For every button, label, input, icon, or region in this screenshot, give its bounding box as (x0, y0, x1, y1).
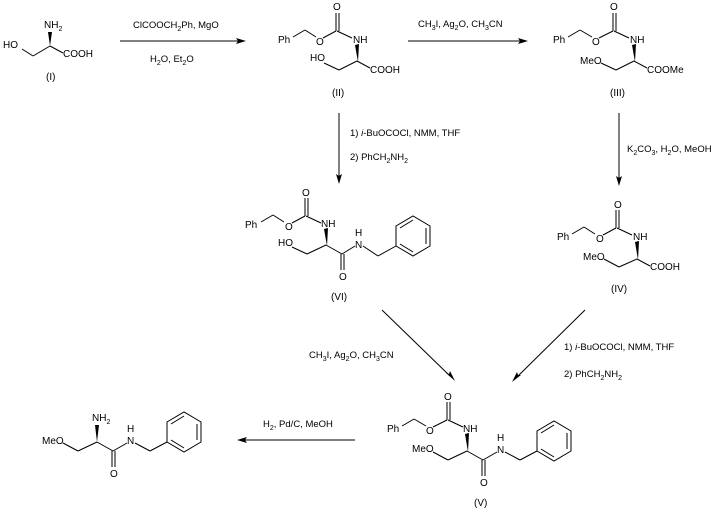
compound-III: Ph O O NH MeO COOMe (III) (553, 2, 684, 99)
amide-hydrogen: H (355, 228, 362, 239)
compound-V: Ph O O NH MeO O H N (V) (387, 392, 572, 509)
compound-IV: Ph O O NH MeO COOH (IV) (557, 200, 680, 295)
condition-step2: 2) PhCH2NH2 (350, 152, 408, 165)
phenyl-group: Ph (557, 232, 569, 243)
arrow-II-to-VI: 1) i-BuOCOCl, NMM, THF 2) PhCH2NH2 (336, 113, 460, 184)
arrow-II-to-III: CH3I, Ag2O, CH3CN (408, 19, 528, 44)
ester-oxygen: O (285, 222, 293, 233)
hydroxy-group: HO (278, 238, 293, 249)
carbonyl-oxygen: O (333, 2, 341, 13)
condition-side: CH3I, Ag2O, CH3CN (309, 350, 394, 363)
benzene-ring (395, 215, 431, 257)
condition-above: ClCOOCH2Ph, MgO (133, 20, 219, 33)
condition-above: CH3I, Ag2O, CH3CN (418, 19, 503, 32)
benzene-ring (536, 420, 572, 462)
compound-label-VI: (VI) (331, 292, 347, 303)
compound-label-II: (II) (332, 88, 344, 99)
phenyl-group: Ph (553, 35, 565, 46)
ester-oxygen: O (592, 37, 600, 48)
nh-group: NH (463, 424, 477, 435)
compound-II: Ph O O NH HO COOH (II) (278, 2, 400, 99)
compound-VI: Ph O O NH HO O H N (VI) (245, 188, 431, 303)
arrow-I-to-II: ClCOOCH2Ph, MgO H2O, Et2O (120, 20, 246, 67)
amide-nitrogen: N (497, 445, 504, 456)
carbonyl-oxygen: O (614, 200, 622, 211)
phenyl-group: Ph (387, 424, 399, 435)
methyl-ester-group: COOMe (647, 65, 684, 76)
amine-group: NH2 (44, 20, 62, 33)
amine-group: NH2 (92, 413, 110, 426)
carbonyl-oxygen: O (610, 2, 618, 13)
carbonyl-oxygen: O (444, 392, 452, 403)
condition-step1: 1) i-BuOCOCl, NMM, THF (350, 128, 460, 139)
ester-oxygen: O (596, 234, 604, 245)
amide-nitrogen: N (355, 240, 362, 251)
carbonyl-oxygen: O (302, 188, 310, 199)
methoxy-group: MeO (412, 444, 434, 455)
benzene-ring (166, 411, 202, 453)
acid-group: COOH (650, 262, 680, 273)
amide-oxygen: O (110, 469, 118, 480)
nh-group: NH (321, 219, 335, 230)
hydroxy-group: HO (310, 53, 325, 64)
phenyl-group: Ph (245, 220, 257, 231)
compound-label-I: (I) (46, 72, 55, 83)
amide-hydrogen: H (497, 433, 504, 444)
compound-I: HO NH2 COOH (I) (3, 20, 93, 83)
amide-oxygen: O (480, 478, 488, 489)
phenyl-group: Ph (278, 35, 290, 46)
compound-label-IV: (IV) (611, 284, 627, 295)
acid-group: COOH (370, 65, 400, 76)
nh-group: NH (630, 35, 644, 46)
methoxy-group: MeO (42, 436, 64, 447)
arrow-V-to-final: H2, Pd/C, MeOH (237, 419, 355, 443)
nh-group: NH (353, 35, 367, 46)
condition-side: K2CO3, H2O, MeOH (627, 144, 712, 157)
condition-above: H2, Pd/C, MeOH (263, 419, 333, 432)
condition-below: H2O, Et2O (150, 54, 194, 67)
nh-group: NH (633, 232, 647, 243)
compound-label-V: (V) (474, 498, 487, 509)
condition-step1: 1) i-BuOCOCl, NMM, THF (564, 342, 674, 353)
arrow-IV-to-V: 1) i-BuOCOCl, NMM, THF 2) PhCH2NH2 (512, 309, 674, 382)
amide-nitrogen: N (127, 436, 134, 447)
amide-oxygen: O (339, 272, 347, 283)
condition-step2: 2) PhCH2NH2 (564, 369, 622, 382)
methoxy-group: MeO (583, 252, 605, 263)
arrow-III-to-IV: K2CO3, H2O, MeOH (616, 113, 712, 186)
amide-hydrogen: H (127, 424, 134, 435)
hydroxy-group: HO (3, 40, 18, 51)
ester-oxygen: O (316, 37, 324, 48)
ester-oxygen: O (426, 426, 434, 437)
acid-group: COOH (63, 49, 93, 60)
compound-final: MeO NH2 O H N (42, 411, 202, 480)
arrow-VI-to-V: CH3I, Ag2O, CH3CN (309, 309, 455, 381)
methoxy-group: MeO (580, 56, 602, 67)
compound-label-III: (III) (610, 88, 625, 99)
